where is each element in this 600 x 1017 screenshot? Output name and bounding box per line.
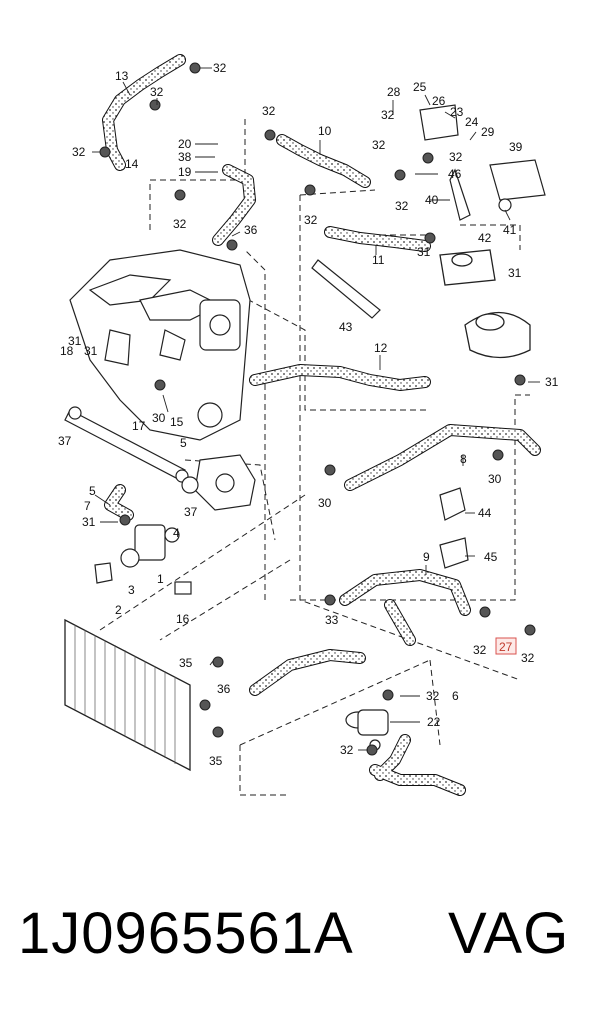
callout-c39: 39	[509, 140, 523, 154]
callout-c32c: 32	[72, 145, 86, 159]
callout-c9: 9	[423, 550, 430, 564]
callout-c10: 10	[318, 124, 332, 138]
callout-c31a: 31	[417, 245, 431, 259]
callout-c41: 41	[503, 223, 517, 237]
callout-c32n: 32	[340, 743, 354, 757]
callout-c32l: 32	[521, 651, 535, 665]
callout-c30a: 30	[152, 411, 166, 425]
pump-valve-22	[345, 709, 389, 751]
callout-c32b: 32	[150, 85, 164, 99]
callout-c29: 29	[481, 125, 495, 139]
callout-c28: 28	[387, 85, 401, 99]
callout-c36b: 36	[217, 682, 231, 696]
callout-c31f: 31	[82, 515, 96, 529]
callout-c22: 22	[427, 715, 441, 729]
radiator	[64, 618, 191, 772]
callout-c15: 15	[170, 415, 184, 429]
coolant-system-exploded-diagram: 13 32 32 14 32 20 38 19 32 36 32 10 32 1…	[58, 54, 559, 796]
callout-c46: 46	[448, 167, 462, 181]
callout-c31d: 31	[84, 344, 98, 358]
callout-labels: 13 32 32 14 32 20 38 19 32 36 32 10 32 1…	[58, 61, 559, 768]
callout-c43: 43	[339, 320, 353, 334]
callout-c16: 16	[176, 612, 190, 626]
callout-c31e: 31	[545, 375, 559, 389]
callout-c36a: 36	[244, 223, 258, 237]
callout-c35a: 35	[179, 656, 193, 670]
callout-c37b: 37	[184, 505, 198, 519]
thermostat-housing	[181, 454, 256, 511]
callout-c13: 13	[115, 69, 129, 83]
callout-c5a: 5	[180, 436, 187, 450]
callout-c37a: 37	[58, 434, 72, 448]
callout-c8: 8	[460, 452, 467, 466]
callout-c4: 4	[173, 526, 180, 540]
callout-c32e: 32	[262, 104, 276, 118]
callout-c32h: 32	[372, 138, 386, 152]
callout-c42: 42	[478, 231, 492, 245]
callout-c3: 3	[128, 583, 135, 597]
part-number-caption: 1J0965561A	[18, 901, 354, 966]
valve-assembly	[419, 104, 546, 221]
callout-c32j: 32	[395, 199, 409, 213]
callout-c31c: 31	[68, 334, 82, 348]
callout-c32k: 32	[473, 643, 487, 657]
coolant-pipe	[64, 406, 189, 483]
callout-c2: 2	[115, 603, 122, 617]
callout-c12: 12	[374, 341, 388, 355]
callout-c11: 11	[372, 253, 385, 267]
callout-c32i: 32	[449, 150, 463, 164]
callout-c32m: 32	[426, 689, 440, 703]
callout-c19: 19	[178, 165, 192, 179]
callout-c32g: 32	[381, 108, 395, 122]
callout-c30c: 30	[318, 496, 332, 510]
callout-c17: 17	[132, 419, 146, 433]
callout-c32f: 32	[304, 213, 318, 227]
callout-c27-highlighted: 27	[499, 640, 513, 654]
oil-cooler	[94, 524, 192, 595]
callout-c23: 23	[450, 105, 464, 119]
callout-c7: 7	[84, 499, 91, 513]
callout-c5b: 5	[89, 484, 96, 498]
expansion-tank	[439, 249, 531, 359]
callout-c38: 38	[178, 150, 192, 164]
callout-c1: 1	[157, 572, 164, 586]
callout-c26: 26	[432, 94, 446, 108]
callout-c20: 20	[178, 137, 192, 151]
leader-lines	[92, 67, 540, 751]
callout-c44: 44	[478, 506, 492, 520]
callout-c40: 40	[425, 193, 439, 207]
callout-c18: 18	[60, 344, 74, 358]
callout-c14: 14	[125, 157, 139, 171]
callout-c32a: 32	[213, 61, 227, 75]
callout-c45: 45	[484, 550, 498, 564]
callout-c31b: 31	[508, 266, 522, 280]
callout-c32d: 32	[173, 217, 187, 231]
callout-c35b: 35	[209, 754, 223, 768]
clip-brackets	[311, 259, 469, 569]
callout-c33: 33	[325, 613, 339, 627]
callout-c24: 24	[465, 115, 479, 129]
callout-c6: 6	[452, 689, 459, 703]
highlight-box-27	[495, 637, 517, 655]
engine-block	[69, 249, 251, 441]
brand-caption: VAG	[448, 901, 570, 966]
callout-c25: 25	[413, 80, 427, 94]
callout-c30b: 30	[488, 472, 502, 486]
